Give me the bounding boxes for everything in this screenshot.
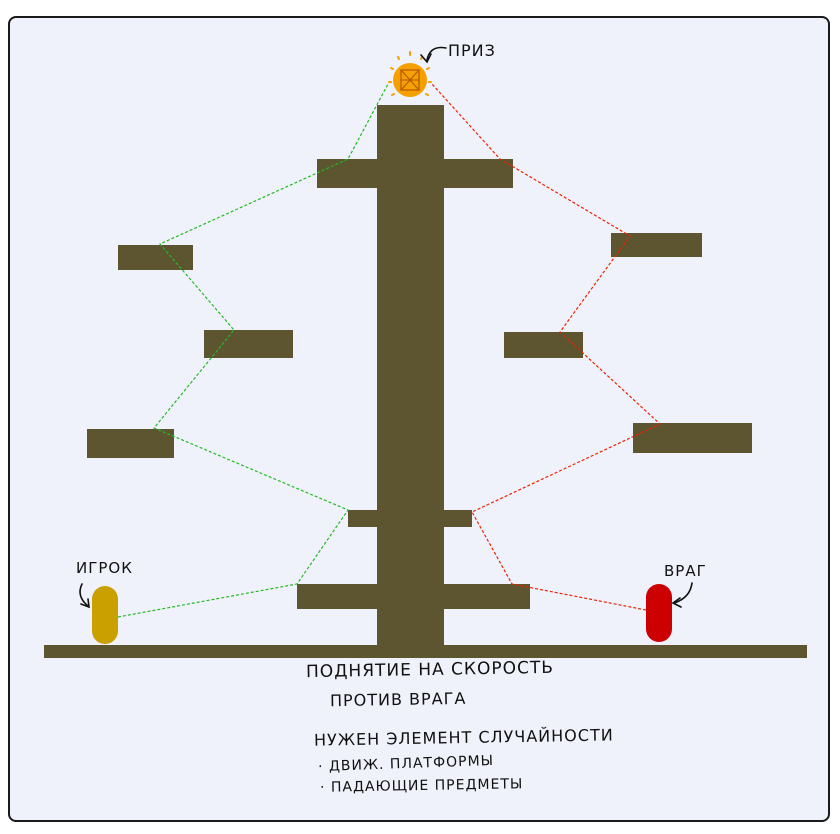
note-line-2: ПРОТИВ ВРАГА (329, 688, 467, 711)
prize-label: ПРИЗ (448, 41, 496, 60)
tower-top-bar (317, 159, 513, 188)
player-path (117, 83, 389, 618)
platform-left-3 (87, 429, 174, 458)
player-character (92, 586, 118, 644)
platform-left-1 (118, 245, 193, 270)
player-label: ИГРОК (76, 559, 133, 577)
platform-right-2 (504, 332, 583, 358)
enemy-path (431, 83, 662, 611)
enemy-arrow-icon (673, 582, 693, 604)
ground (44, 645, 807, 658)
enemy-label: ВРАГ (664, 562, 707, 580)
platform-right-3 (633, 423, 752, 453)
tower-mid-bar (348, 510, 472, 527)
prize-icon (388, 51, 432, 97)
enemy-character (646, 584, 672, 642)
player-arrow-icon (79, 583, 89, 607)
platform-left-2 (204, 330, 293, 358)
prize-arrow-icon (426, 46, 447, 61)
tower-low-bar (297, 584, 530, 609)
platform-right-1 (611, 233, 702, 257)
central-tower (377, 105, 444, 647)
